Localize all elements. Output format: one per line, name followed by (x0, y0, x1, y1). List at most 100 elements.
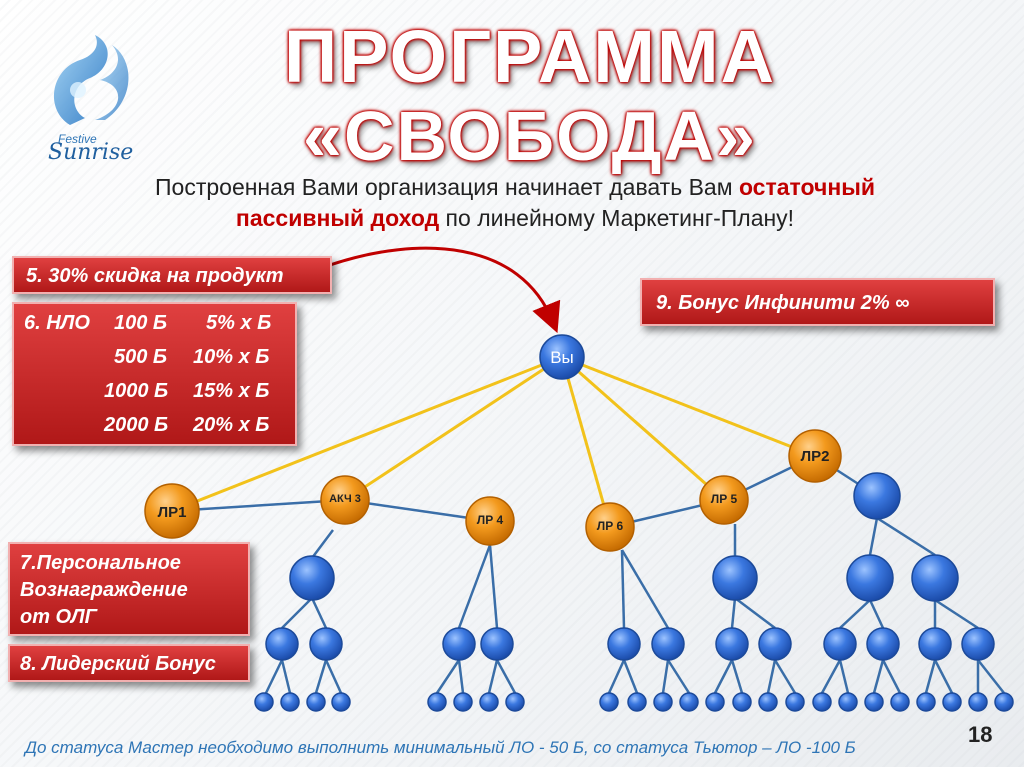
link (457, 659, 465, 694)
link (311, 529, 334, 559)
link (324, 659, 343, 694)
page-title-line1: ПРОГРАММА (283, 15, 777, 98)
nlo-tier-points: 1000 Б (104, 380, 169, 402)
nlo-tier-pct: 20% х Б (193, 414, 270, 436)
box-leader-text: 8. Лидерский Бонус (20, 653, 216, 675)
node-lr4-label: ЛР 4 (477, 513, 504, 527)
blue-lines (171, 454, 1005, 694)
node-lr5-label: ЛР 5 (711, 492, 738, 506)
leaf-node (427, 692, 447, 712)
leaf-node (942, 692, 962, 712)
link-you-lr6 (560, 356, 612, 528)
node-akch3-label: АКЧ 3 (329, 493, 361, 505)
box-infinity-text: 9. Бонус Инфинити 2% ∞ (656, 292, 910, 314)
leaf-node (968, 692, 988, 712)
link (620, 549, 670, 629)
node-you (539, 334, 585, 380)
network-node (961, 627, 995, 661)
nlo-tier-points: 500 Б (114, 346, 168, 368)
leaf-node (479, 692, 499, 712)
link-you-lr1 (171, 355, 563, 513)
link (924, 659, 937, 694)
link (839, 599, 871, 629)
node-lr4 (465, 496, 515, 546)
leaf-node (453, 692, 473, 712)
nlo-tier-points: 2000 Б (104, 414, 169, 436)
leaf-node (331, 692, 351, 712)
yellow-lines (171, 355, 816, 528)
nlo-tier-pct: 15% х Б (193, 380, 270, 402)
link (934, 598, 979, 630)
box-personal-line: от ОЛГ (20, 606, 97, 628)
leaf-node (306, 692, 326, 712)
link (881, 659, 902, 694)
subtitle-line1: Построенная Вами организация начинает да… (90, 172, 940, 203)
leaf-node (812, 692, 832, 712)
network-node (265, 627, 299, 661)
page-title-line2: «СВОБОДА» (303, 97, 757, 175)
nlo-tier-pct: 5% х Б (206, 312, 272, 334)
footer-note: До статуса Мастер необходимо выполнить м… (25, 738, 856, 757)
network-node (712, 555, 758, 601)
network-node (607, 627, 641, 661)
nlo-prefix: 6. НЛО (24, 312, 90, 334)
link (487, 659, 499, 694)
node-akch3 (320, 475, 370, 525)
box-infinity: 9. Бонус Инфинити 2% ∞ (640, 278, 995, 326)
network-node (758, 627, 792, 661)
link (876, 516, 936, 557)
leaf-node (994, 692, 1014, 712)
link (620, 549, 626, 629)
link-you-lr2 (561, 355, 816, 458)
link (280, 659, 292, 694)
link (495, 659, 517, 694)
link (281, 597, 313, 629)
logo-word-festive: Festive (58, 132, 97, 146)
network-node (853, 472, 901, 520)
network-node (846, 554, 894, 602)
leaf-node (254, 692, 274, 712)
node-lr2 (788, 429, 842, 483)
node-lr1-label: ЛР1 (158, 504, 187, 521)
link (820, 659, 842, 694)
box-personal-line: Вознаграждение (20, 579, 188, 601)
logo-word-sunrise: Sunrise (48, 140, 134, 165)
link (730, 597, 737, 629)
link (766, 659, 777, 694)
subtitle-line2: пассивный доход по линейному Маркетинг-П… (90, 203, 940, 234)
network-node (289, 555, 335, 601)
leaf-node (758, 692, 778, 712)
box-discount-text: 5. 30% скидка на продукт (26, 265, 284, 287)
node-lr1 (144, 483, 200, 539)
page-number: 18 (968, 722, 993, 747)
node-lr6-label: ЛР 6 (597, 519, 624, 533)
subtitle-text: по линейному Маркетинг-Плану! (439, 205, 795, 231)
red-arrow (329, 246, 561, 334)
link (868, 517, 879, 556)
box-discount: 5. 30% скидка на продукт (12, 256, 332, 294)
leaf-node (916, 692, 936, 712)
link (661, 659, 670, 694)
link (666, 659, 691, 694)
leaf-node (505, 692, 525, 712)
leaf-node (679, 692, 699, 712)
link (977, 659, 1005, 694)
blue-nodes (254, 472, 1014, 712)
network-node (480, 627, 514, 661)
link (933, 659, 954, 694)
node-lr5 (699, 475, 749, 525)
box-personal-line: 7.Персональное (20, 552, 181, 574)
leaf-node (627, 692, 647, 712)
link (264, 659, 284, 694)
link (310, 597, 328, 629)
node-you-label: Вы (550, 348, 574, 367)
leaf-node (838, 692, 858, 712)
subtitle-highlight: пассивный доход (235, 205, 440, 231)
network-node (651, 627, 685, 661)
network-node (823, 627, 857, 661)
link (872, 659, 885, 694)
network-node (866, 627, 900, 661)
festive-sunrise-logo (53, 35, 129, 125)
subtitle-highlight: остаточный (738, 174, 875, 200)
